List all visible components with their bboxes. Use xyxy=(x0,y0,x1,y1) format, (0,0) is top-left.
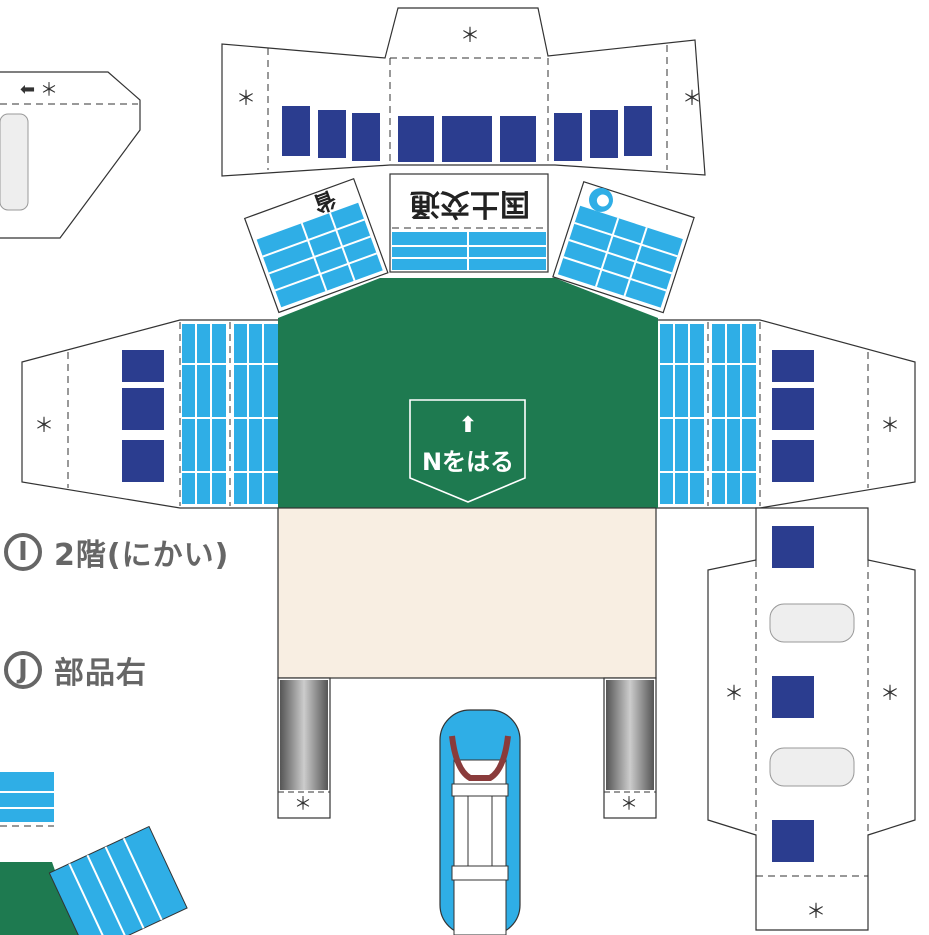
top-wing: ＊ ＊ ＊ xyxy=(221,7,706,177)
asterisk-icon: ＊ xyxy=(460,23,480,47)
left-wing: ＊ xyxy=(21,319,281,509)
section-label-i: I 2階(にかい) xyxy=(4,530,229,574)
asterisk-icon: ＊ xyxy=(236,86,256,110)
left-top-part: ⬅ ＊ xyxy=(0,71,141,239)
asterisk-icon: ＊ xyxy=(294,794,312,815)
left-leg: ＊ xyxy=(277,677,331,819)
hinge-panel xyxy=(769,603,855,643)
hinge-panel xyxy=(0,113,29,211)
arrow-icon: ⬅ xyxy=(20,79,35,100)
section-label-j: J 部品右 xyxy=(4,648,147,692)
asterisk-icon: ＊ xyxy=(724,681,744,705)
window-row xyxy=(282,106,652,162)
asterisk-icon: ＊ xyxy=(682,86,702,110)
right-wing: ＊ xyxy=(655,319,916,509)
floor-panel xyxy=(277,507,657,679)
section-letter-badge: J xyxy=(4,651,42,689)
right-tilted-panel xyxy=(552,180,695,314)
up-arrow-icon: ⬆ xyxy=(459,413,477,438)
center-tower xyxy=(439,709,521,935)
hinge-panel xyxy=(769,747,855,787)
asterisk-icon: ＊ xyxy=(806,899,826,923)
asterisk-icon: ＊ xyxy=(880,681,900,705)
section-label-text: 部品右 xyxy=(54,656,147,691)
asterisk-icon: ＊ xyxy=(34,413,54,437)
building-sign-text: 国土交通 xyxy=(410,186,530,221)
right-long-part: ＊ ＊ ＊ xyxy=(707,507,916,931)
asterisk-icon: ＊ xyxy=(40,80,58,101)
right-leg: ＊ xyxy=(603,677,657,819)
center-sign-panel: 国土交通 xyxy=(389,173,549,273)
sign-text: Nをはる xyxy=(422,448,514,476)
section-letter-badge: I xyxy=(4,533,42,571)
green-roof xyxy=(278,278,658,508)
asterisk-icon: ＊ xyxy=(880,413,900,437)
n-sign: ⬆ Nをはる xyxy=(409,399,526,503)
asterisk-icon: ＊ xyxy=(620,794,638,815)
left-bottom-part xyxy=(0,772,188,935)
section-label-text: 2階(にかい) xyxy=(54,538,230,573)
left-tilted-panel: 省 xyxy=(243,178,389,314)
